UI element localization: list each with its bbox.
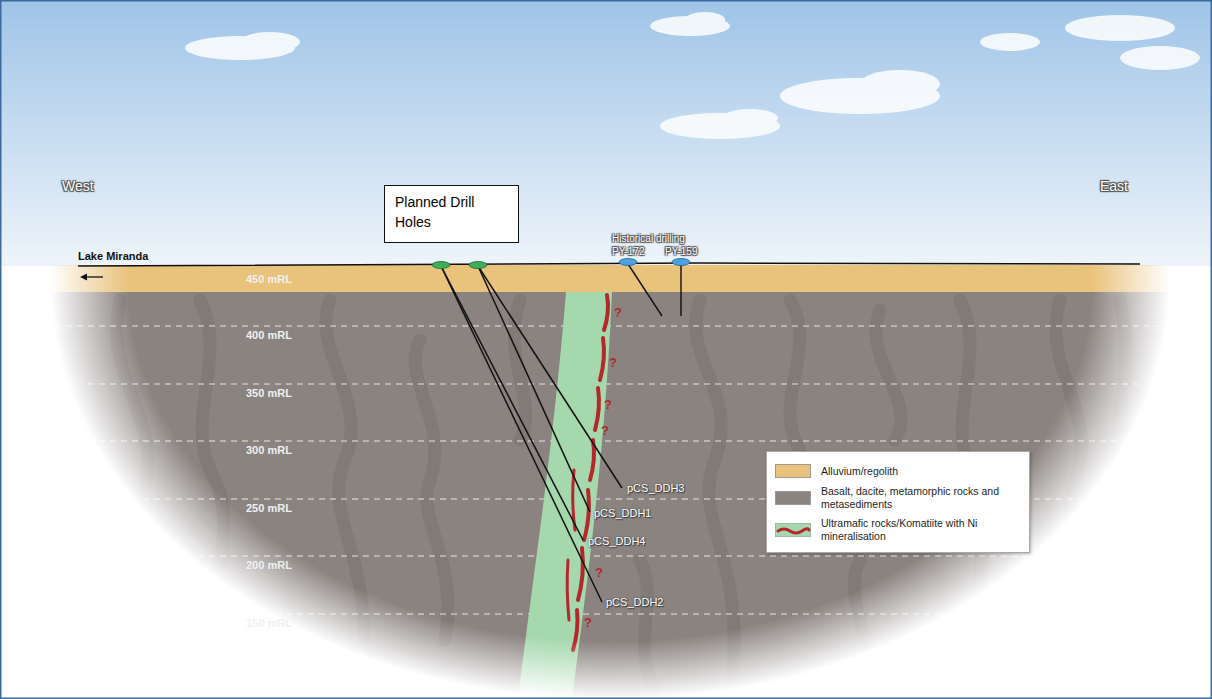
- legend-row: Basalt, dacite, metamorphic rocks and me…: [775, 485, 1021, 510]
- clouds: [185, 12, 1200, 139]
- uncertainty-mark: ?: [604, 398, 612, 413]
- drillhole-id: pCS_DDH4: [588, 535, 645, 548]
- legend-swatch: [775, 491, 811, 505]
- drillhole-id: pCS_DDH2: [606, 596, 663, 609]
- rock-mass: [0, 292, 1212, 699]
- ground-surface: [78, 263, 1140, 266]
- uncertainty-mark: ?: [595, 566, 603, 581]
- uncertainty-mark: ?: [614, 306, 622, 321]
- elevation-label: 450 mRL: [246, 273, 292, 286]
- lake-direction-arrow: [80, 274, 103, 281]
- planned-drill-traces: [441, 266, 622, 602]
- drillhole-id: pCS_DDH3: [627, 482, 684, 495]
- direction-label: West: [62, 178, 94, 194]
- legend-label: Basalt, dacite, metamorphic rocks and me…: [821, 485, 1021, 510]
- legend-box: Alluvium/regolithBasalt, dacite, metamor…: [766, 451, 1030, 553]
- historical-collars: [619, 259, 690, 266]
- uncertainty-mark: ?: [584, 616, 592, 631]
- drillhole-id: PY-159: [665, 246, 697, 258]
- uncertainty-mark: ?: [609, 356, 617, 371]
- elevation-label: 150 mRL: [246, 617, 292, 630]
- place-label: Lake Miranda: [78, 250, 148, 263]
- box-label: Planned Drill Holes: [395, 192, 508, 233]
- alluvium-band: [0, 265, 1212, 293]
- elevation-label: 250 mRL: [246, 502, 292, 515]
- uncertainty-mark: ?: [601, 424, 609, 439]
- legend-row: Ultramafic rocks/Komatiite with Ni miner…: [775, 517, 1021, 542]
- direction-label: East: [1100, 178, 1128, 194]
- sky: [0, 0, 1212, 266]
- planned-collars: [432, 262, 487, 269]
- swatch-fill: [775, 523, 811, 537]
- legend-row: Alluvium/regolith: [775, 464, 1021, 478]
- callout-box: Planned Drill Holes: [384, 185, 519, 243]
- drillhole-id: pCS_DDH1: [594, 507, 651, 520]
- section-note: Historical drilling: [612, 233, 685, 245]
- legend-label: Ultramafic rocks/Komatiite with Ni miner…: [821, 517, 1021, 542]
- drillhole-id: PY-172: [612, 246, 644, 258]
- legend-label: Alluvium/regolith: [821, 465, 1021, 478]
- elevation-label: 350 mRL: [246, 387, 292, 400]
- elevation-label: 400 mRL: [246, 329, 292, 342]
- legend-swatch: [775, 523, 811, 537]
- fold-patterns: [116, 300, 1125, 690]
- legend-swatch: [775, 464, 811, 478]
- ground: [0, 265, 1212, 699]
- elevation-label: 200 mRL: [246, 559, 292, 572]
- elevation-label: 300 mRL: [246, 444, 292, 457]
- swatch-lens: [778, 528, 809, 532]
- historical-drill-traces: [628, 264, 681, 316]
- ni-mineralisation-lenses: [567, 295, 608, 650]
- ultramafic-unit: [518, 292, 612, 699]
